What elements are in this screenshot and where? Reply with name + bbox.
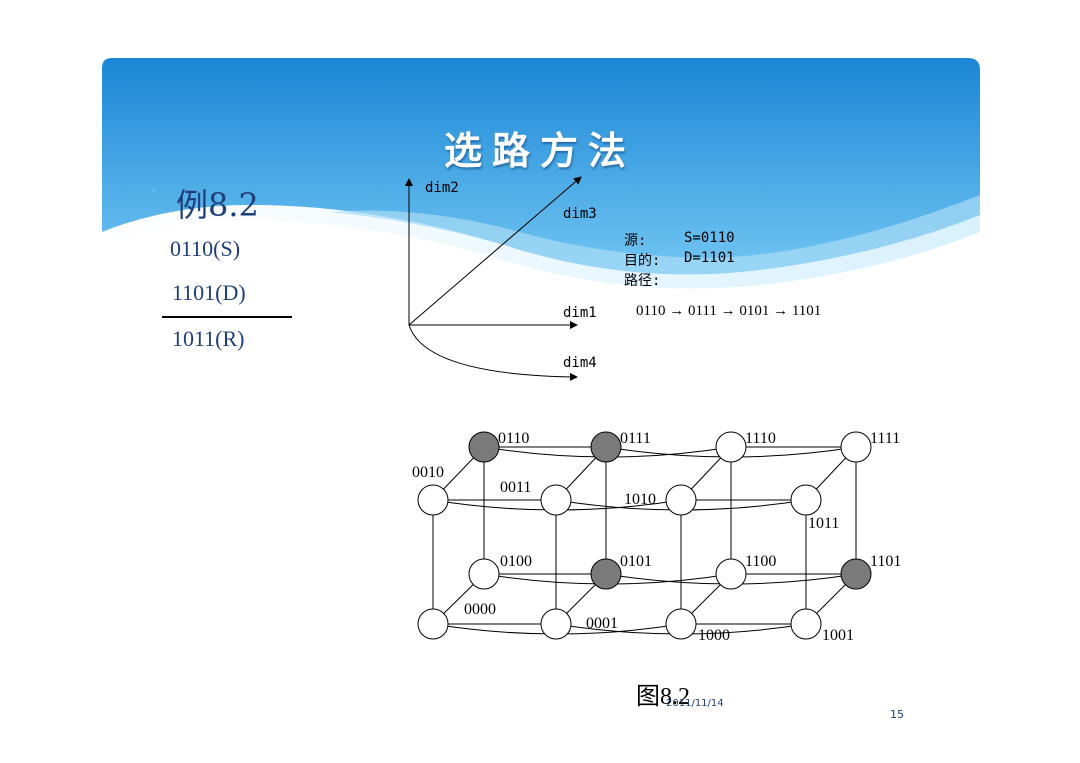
hypercube-node-label: 0110 [498, 430, 529, 447]
hypercube-node-0000 [417, 608, 449, 640]
path-node: 0101 [739, 303, 770, 319]
hypercube-node-label: 0011 [500, 479, 531, 496]
example-dest: 1101(D) [172, 280, 246, 305]
right-arrow-icon: → [669, 303, 685, 319]
hypercube-node-1011 [790, 484, 822, 516]
dim4-axis [408, 324, 578, 381]
slide-title: 选路方法 [443, 128, 636, 173]
hypercube-node-label: 1111 [870, 430, 900, 447]
dim1-label: dim1 [563, 305, 597, 321]
hypercube-node-label: 1000 [698, 627, 730, 644]
hypercube-node-1101 [840, 558, 872, 590]
path-node: 0110 [636, 303, 666, 319]
source-label: 源: [624, 233, 647, 249]
example-heading: 例8.2 [176, 186, 259, 224]
path-node: 1101 [791, 303, 822, 319]
dim2-label: dim2 [425, 180, 459, 196]
sum-divider [162, 316, 292, 318]
hypercube-node-0001 [540, 608, 572, 640]
header-banner [102, 58, 980, 289]
hypercube-node-0111 [590, 431, 622, 463]
hypercube-node-1010 [665, 484, 697, 516]
source-value: S=0110 [684, 230, 735, 246]
hypercube-node-0011 [540, 484, 572, 516]
axes-diagram: dim2 dim3 dim1 dim4 [405, 176, 597, 381]
hypercube-node-label: 1101 [870, 553, 901, 570]
hypercube-node-1111 [840, 431, 872, 463]
hypercube-node-0110 [468, 431, 500, 463]
bullet-icon: * [150, 186, 157, 202]
dest-label: 目的: [624, 253, 661, 269]
dim3-axis [408, 176, 582, 326]
hypercube-node-label: 1001 [822, 627, 854, 644]
hypercube-node-label: 0010 [412, 464, 444, 481]
hypercube-node-label: 0000 [464, 601, 496, 618]
hypercube-node-1000 [665, 608, 697, 640]
hypercube-node-1001 [790, 608, 822, 640]
hypercube-node-label: 1110 [745, 430, 776, 447]
path-sequence: 0110 → 0111 → 0101 → 1101 [636, 303, 821, 320]
path-label: 路径: [624, 273, 661, 289]
hypercube-node-0100 [468, 558, 500, 590]
dim3-label: dim3 [563, 206, 597, 222]
hypercube-node-1110 [715, 431, 747, 463]
example-source: 0110(S) [170, 236, 241, 261]
example-result: 1011(R) [172, 326, 245, 351]
hypercube-node-1100 [715, 558, 747, 590]
hypercube-node-label: 1100 [745, 553, 776, 570]
hypercube-node-0101 [590, 558, 622, 590]
dest-value: D=1101 [684, 250, 735, 266]
dim4-label: dim4 [563, 355, 597, 371]
path-node: 0111 [687, 303, 717, 319]
page-number: 15 [890, 708, 904, 721]
hypercube-node-label: 0111 [620, 430, 651, 447]
hypercube-node-label: 0100 [500, 553, 532, 570]
hypercube-node-label: 1011 [808, 515, 839, 532]
hypercube-node-label: 1010 [624, 491, 656, 508]
hypercube-node-label: 0101 [620, 553, 652, 570]
figure-caption: 图8.2 [636, 684, 690, 710]
footer-date: 2011/11/14 [666, 698, 724, 709]
hypercube-node-0010 [417, 484, 449, 516]
right-arrow-icon: → [720, 303, 736, 319]
hypercube-node-label: 0001 [586, 615, 618, 632]
right-arrow-icon: → [773, 303, 789, 319]
